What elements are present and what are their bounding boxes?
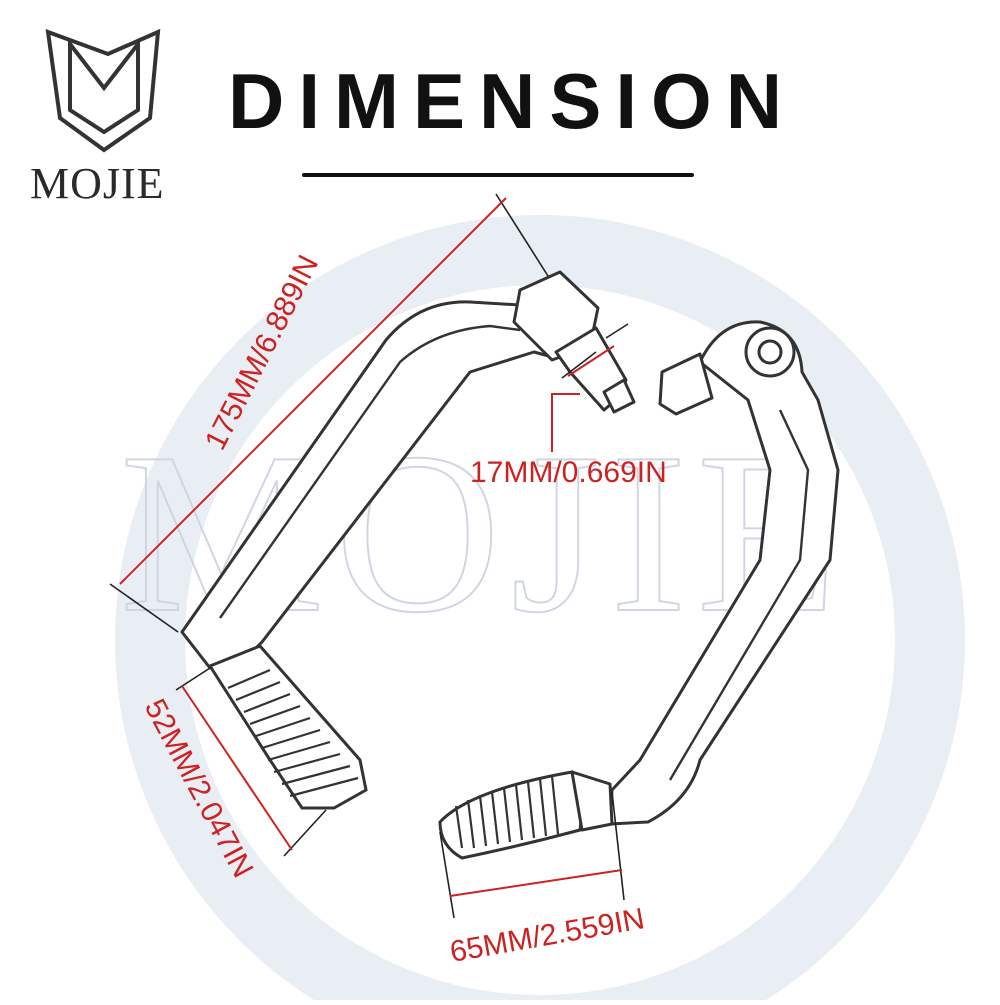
dim-grip-length-extension-a	[439, 831, 455, 919]
lever-right-arm	[608, 320, 840, 826]
lever-right-arm-edge	[668, 409, 810, 781]
watermark-ring	[115, 215, 965, 1005]
lever-left-arm	[180, 300, 562, 670]
dim-grip-length-extension-b	[611, 791, 625, 901]
lever-right-collar	[570, 770, 614, 832]
dim-bar-end-extension-a	[561, 351, 597, 379]
logo-shield-icon	[45, 28, 161, 153]
dim-length-extension-b	[495, 193, 549, 277]
lever-right-bar-end	[658, 352, 714, 416]
brand-name: MOJIE	[30, 159, 165, 208]
dim-grip-height-line	[181, 685, 293, 851]
logo-monogram-icon	[68, 38, 140, 135]
lever-right	[438, 320, 840, 860]
lever-left-arm-edge	[219, 324, 521, 619]
page-title: DIMENSION	[228, 57, 797, 145]
dim-length-extension-a	[109, 583, 179, 633]
dim-grip-length-line	[449, 869, 623, 897]
dim-grip-length-label: 65MM/2.559IN	[447, 902, 647, 969]
dim-bar-end-leader	[551, 393, 580, 452]
lever-right-grip	[438, 770, 584, 860]
brand-logo: MOJIE	[30, 28, 165, 208]
lever-right-pivot-bolt	[757, 339, 783, 365]
lever-left-grip-ribs	[227, 668, 359, 798]
dimension-bar-end: 17MM/0.669IN	[470, 323, 667, 489]
lever-left-grip	[207, 644, 368, 810]
lever-left	[180, 270, 636, 810]
dim-length-line	[119, 197, 507, 585]
lever-right-grip-ribs	[454, 775, 560, 849]
dim-bar-end-label: 17MM/0.669IN	[470, 456, 667, 489]
lever-left-bar-tip	[602, 378, 636, 414]
dim-bar-end-line	[567, 345, 615, 377]
dim-bar-end-extension-b	[605, 323, 629, 339]
